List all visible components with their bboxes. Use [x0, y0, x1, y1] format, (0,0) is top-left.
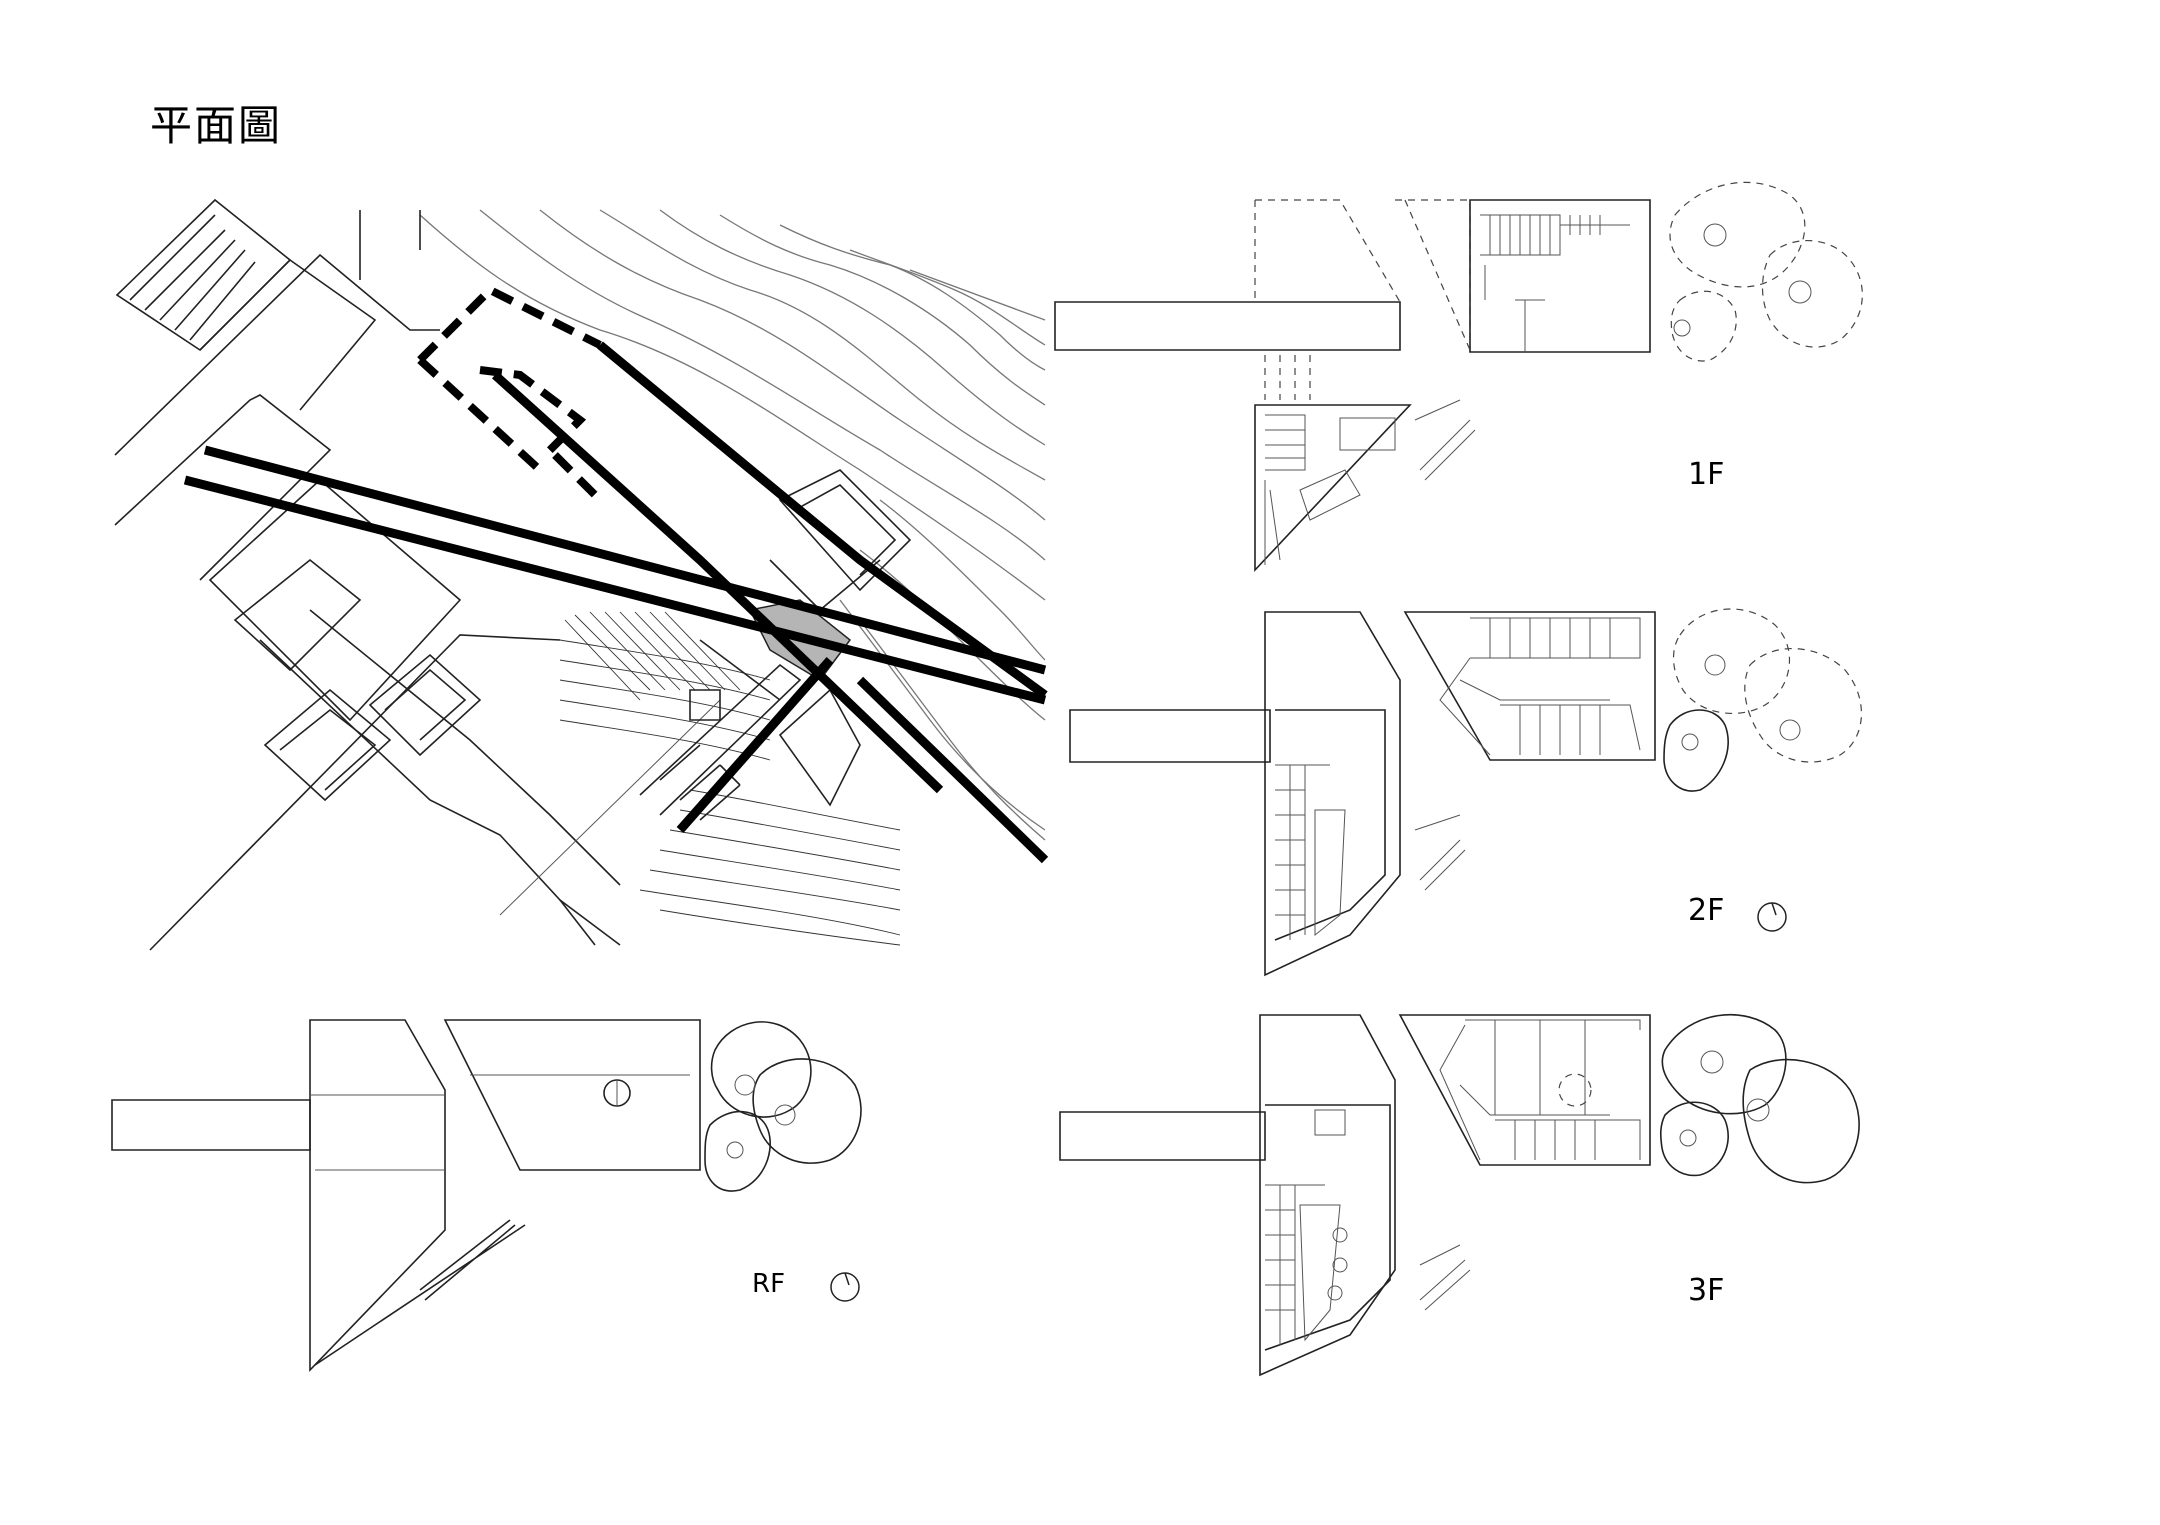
plan-rf	[111, 1019, 862, 1372]
north-arrow-icon	[830, 1272, 860, 1302]
trees-3f	[1659, 1013, 1860, 1184]
page-title: 平面圖	[150, 101, 283, 150]
site-hatched-slope	[559, 611, 901, 946]
site-plan	[114, 198, 1049, 951]
site-existing-buildings	[114, 198, 721, 951]
plan-1f	[1054, 181, 1863, 573]
site-new-building	[639, 469, 912, 821]
plan-2f	[1069, 608, 1863, 977]
site-axis-lines	[183, 285, 1049, 864]
plan-3f	[1059, 1013, 1860, 1377]
trees-1f	[1669, 181, 1863, 362]
north-arrow-icon	[1757, 902, 1787, 932]
plan-label-3f: 3F	[1688, 1273, 1725, 1308]
plan-label-2f: 2F	[1688, 893, 1725, 928]
trees-2f	[1663, 608, 1863, 792]
trees-rf	[704, 1021, 862, 1192]
plan-label-rf: RF	[752, 1269, 786, 1299]
plan-label-1f: 1F	[1688, 457, 1725, 492]
